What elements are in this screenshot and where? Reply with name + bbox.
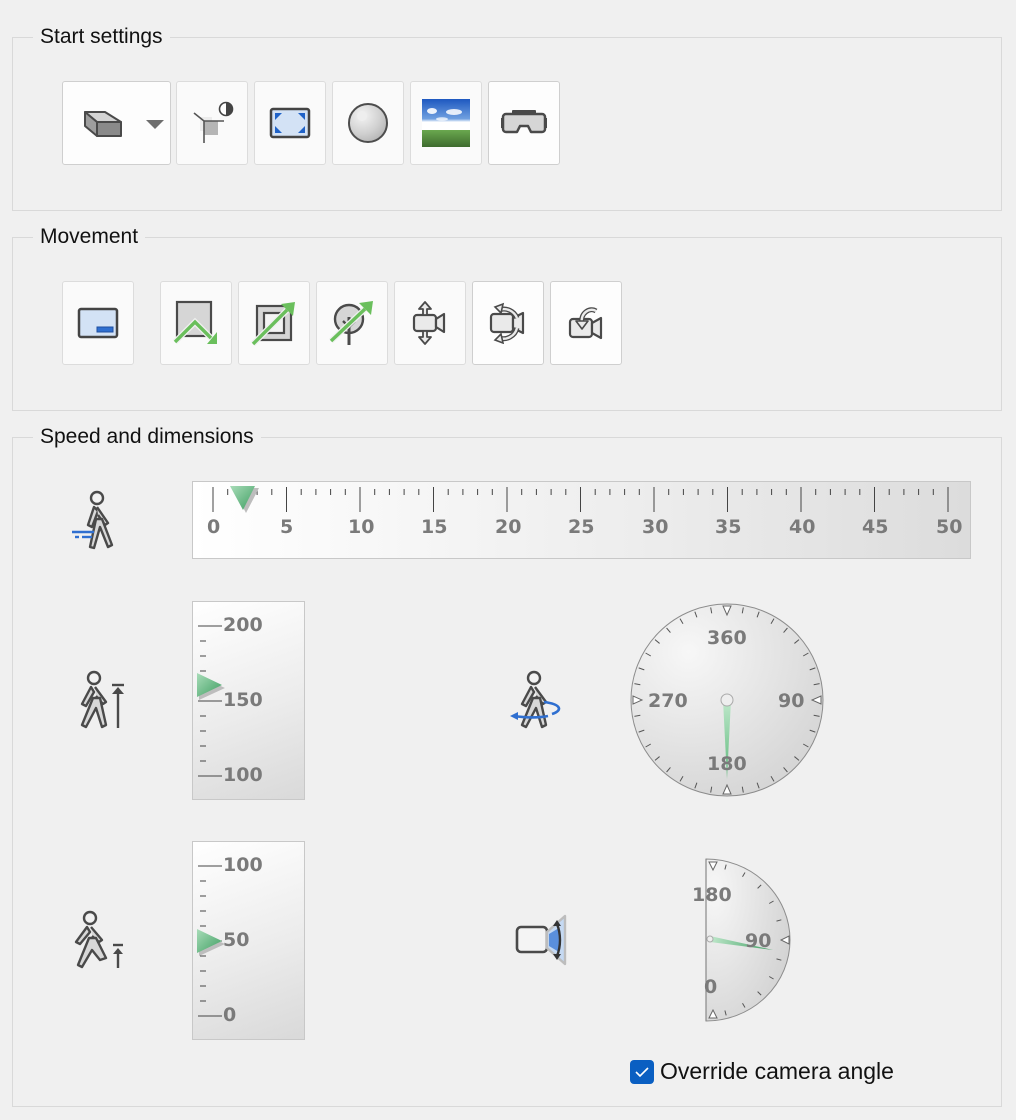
rotation-dial[interactable]: 360 270 90 180 — [630, 603, 824, 797]
camera-move-button[interactable] — [394, 281, 466, 365]
chevron-down-icon[interactable] — [146, 120, 164, 130]
ruler-ticks — [212, 486, 949, 513]
sky-landscape-icon — [422, 99, 470, 147]
camera-angle-dial[interactable]: 180 90 0 — [692, 858, 793, 1022]
walk-through-tree-icon — [329, 301, 373, 345]
window-panel-icon — [77, 307, 119, 339]
walking-speed-icon — [72, 490, 114, 550]
camera-move-vertical-icon — [412, 301, 446, 345]
light-shading-icon — [193, 101, 234, 143]
material-button[interactable] — [332, 81, 404, 165]
eye-height-slider[interactable]: 200 150 100 — [192, 601, 305, 800]
fit-to-screen-icon — [269, 107, 311, 139]
vr-button[interactable] — [488, 81, 560, 165]
view-mode-button[interactable] — [62, 81, 171, 165]
group-title: Start settings — [33, 24, 170, 50]
background-button[interactable] — [410, 81, 482, 165]
walk-through-walls-icon — [251, 302, 295, 346]
slider-thumb — [197, 929, 222, 953]
walk-through-walls-button[interactable] — [238, 281, 310, 365]
movement-group: Movement — [12, 224, 1002, 411]
viewport-button[interactable] — [62, 281, 134, 365]
walk-over-button[interactable] — [160, 281, 232, 365]
step-height-slider[interactable]: 100 50 0 — [192, 841, 305, 1040]
walk-over-obstacle-icon — [173, 300, 217, 345]
step-height-icon — [74, 910, 123, 969]
checkmark-icon — [635, 1066, 649, 1077]
walk-through-objects-button[interactable] — [316, 281, 388, 365]
camera-tilt-icon — [515, 914, 567, 966]
override-camera-angle-label: Override camera angle — [660, 1058, 894, 1084]
vr-headset-icon — [501, 110, 547, 134]
camera-turn-icon — [568, 307, 603, 340]
start-settings-group: Start settings — [12, 24, 1002, 211]
box-3d-icon — [84, 111, 122, 137]
lighting-button[interactable] — [176, 81, 248, 165]
camera-orbit-button[interactable] — [472, 281, 544, 365]
sphere-icon — [348, 103, 388, 143]
group-title: Speed and dimensions — [33, 424, 261, 450]
slider-thumb — [230, 486, 255, 510]
override-camera-angle-row[interactable]: Override camera angle — [630, 1058, 894, 1085]
override-camera-angle-checkbox[interactable] — [630, 1059, 654, 1084]
slider-thumb — [197, 673, 222, 697]
group-title: Movement — [33, 224, 146, 250]
camera-orbit-icon — [489, 302, 525, 344]
person-height-icon — [80, 670, 124, 729]
person-rotate-icon — [510, 670, 561, 729]
camera-turn-button[interactable] — [550, 281, 622, 365]
walking-speed-slider[interactable]: 0 5 10 15 20 25 30 35 40 45 50 — [192, 481, 971, 559]
speed-dimensions-group: Speed and dimensions — [12, 424, 1002, 1107]
fit-view-button[interactable] — [254, 81, 326, 165]
